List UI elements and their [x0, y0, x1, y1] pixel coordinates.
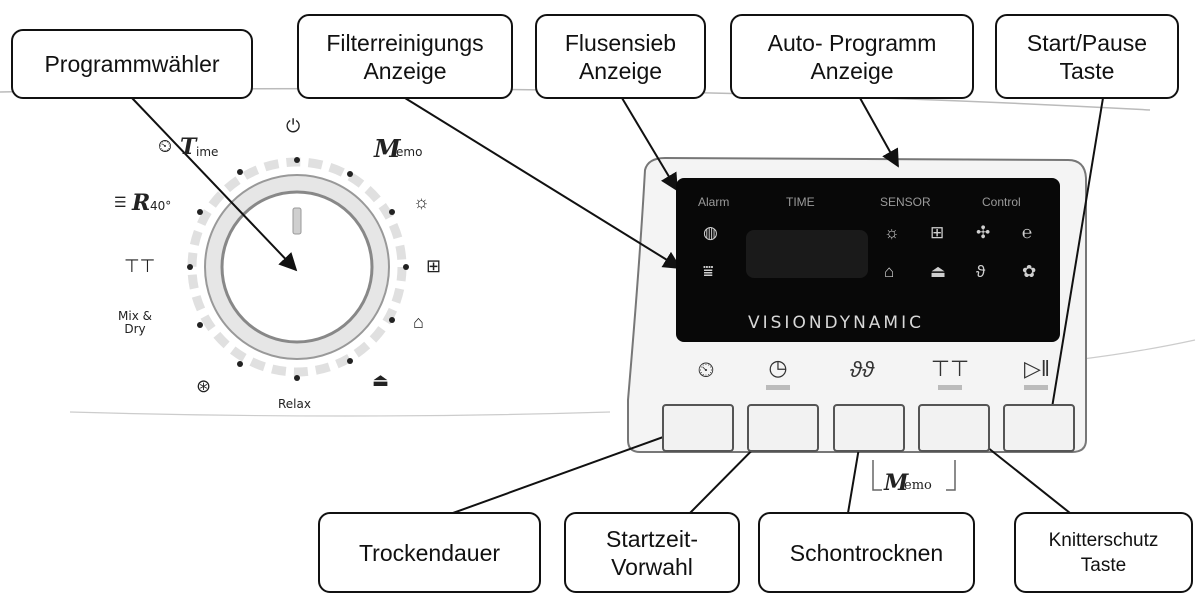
leader-trockendauer: [452, 420, 704, 514]
anticrease-indicator-bar: [938, 385, 962, 390]
leader-filterreinigung: [404, 97, 682, 269]
callout-programmwaehler: Programmwähler: [11, 29, 253, 99]
filter-icon: ◍: [703, 223, 718, 242]
time-clock-icon: ⏲: [158, 136, 173, 156]
play-pause-icon: ▷‖: [1023, 356, 1050, 381]
refresh-lines-icon: ☰: [114, 194, 127, 210]
sun-icon: ☼: [413, 192, 430, 212]
dial-time-label: ime: [196, 145, 219, 159]
leader-auto-programm: [859, 97, 899, 168]
callout-startzeit: Startzeit-Vorwahl: [564, 512, 740, 593]
cotton-icon: ✿: [1022, 262, 1037, 281]
delay-indicator-bar: [766, 385, 790, 390]
display-time-label: TIME: [786, 195, 815, 209]
delay-start-icon: ◷: [768, 355, 788, 380]
knitterschutz-button[interactable]: [918, 404, 990, 452]
time-digits-area: [746, 230, 868, 278]
dial-r40-label: 40°: [150, 199, 172, 213]
dial-memo-label: emo: [396, 145, 423, 159]
hanger-icon: ⌂: [884, 262, 895, 281]
gentle-feather-icon: ϑϑ: [849, 357, 875, 382]
visiondynamic-display: [676, 178, 1060, 342]
display-sensor-label: SENSOR: [880, 195, 931, 209]
dial-pointer: [292, 207, 302, 235]
callout-schontrocknen: Schontrocknen: [758, 512, 975, 593]
display-brand: VISIONDYNAMIC: [748, 313, 924, 333]
gentle-feather-icon: ϑ: [976, 262, 986, 281]
dial-r-letter: R: [132, 190, 151, 216]
iron-icon: ⏏: [930, 262, 947, 281]
trockendauer-button[interactable]: [662, 404, 734, 452]
dial-time-letter: T: [180, 134, 197, 160]
dial-position-dots: [187, 157, 409, 381]
schontrocknen-button[interactable]: [833, 404, 905, 452]
lint-icon: ⩸: [703, 262, 714, 281]
machine-bottom-edge: [69, 411, 611, 417]
dial-relax-label: Relax: [278, 397, 311, 411]
cupboard-dry-icon: ⊞: [426, 256, 442, 276]
anti-crease-icon: ⊤⊤: [930, 356, 970, 381]
leader-flusensieb: [621, 97, 678, 192]
leader-programmwaehler: [131, 97, 298, 272]
dial-memo-letter: M: [374, 134, 401, 163]
start-pause-button[interactable]: [1003, 404, 1075, 452]
cupboard-dry-icon: ⊞: [930, 223, 945, 242]
display-control-label: Control: [982, 195, 1021, 209]
wool-icon: ⊛: [196, 376, 212, 396]
leader-start-pause: [1040, 97, 1104, 440]
startzeit-vorwahl-button[interactable]: [747, 404, 819, 452]
start-indicator-bar: [1024, 385, 1048, 390]
hanger-icon: ⌂: [413, 312, 424, 332]
sun-icon: ☼: [884, 223, 900, 242]
shirt-icon: ⊤⊤: [124, 256, 156, 276]
sensor-fan-icon: ✣: [976, 223, 991, 242]
control-icon: ℮: [1022, 223, 1033, 242]
machine-right-edge: [1074, 339, 1196, 361]
dial-mix-dry-label: Mix & Dry: [118, 309, 152, 336]
memo-bracket: [872, 460, 956, 491]
timer-icon: ⏲: [697, 357, 715, 382]
memo-bracket-label: emo: [904, 478, 932, 493]
memo-bracket-letter: M: [884, 470, 909, 496]
iron-icon: ⏏: [372, 370, 390, 390]
callout-trockendauer: Trockendauer: [318, 512, 541, 593]
display-alarm-label: Alarm: [698, 195, 730, 209]
power-icon: ⏻: [286, 116, 301, 136]
